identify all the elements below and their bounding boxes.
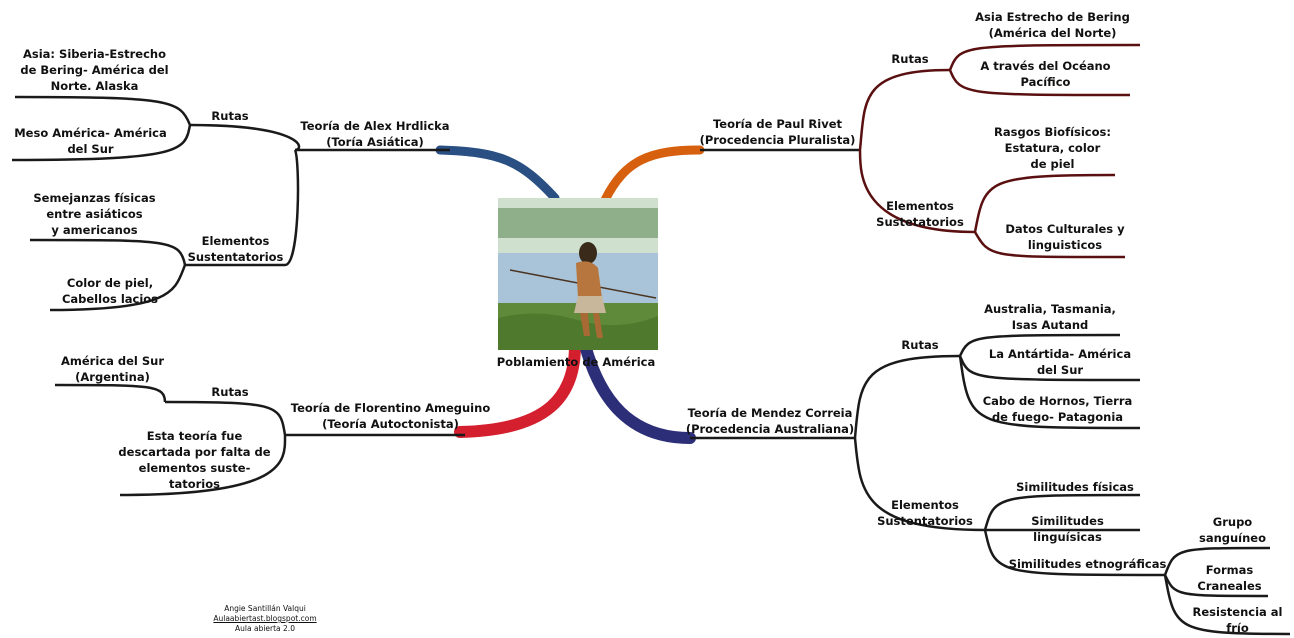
rivet-title: Teoría de Paul Rivet (Procedencia Plural… [699,117,856,147]
correia-rutas-label: Rutas [901,338,939,352]
branch-rivet [600,145,705,205]
center-title: Poblamiento de América [496,355,656,369]
correia-ruta-2: La Antártida- América del Sur [988,347,1132,377]
credits-subtitle: Aula abierta 2.0 [235,624,295,633]
correia-elementos-label: Elementos Sustentatorios [877,498,973,528]
rivet-ruta-2: A través del Océano Pacífico [980,59,1111,89]
branch-correia [579,339,696,444]
rivet-rutas-label: Rutas [891,52,929,66]
correia-elem-3: Similitudes etnográficas [1008,557,1167,571]
hrdlicka-ruta-2: Meso América- América del Sur [14,126,167,156]
rivet-ruta-1: Asia Estrecho de Bering (América del Nor… [975,10,1130,40]
ameguino-lines [54,383,465,497]
hrdlicka-elementos-label: Elementos Sustentatorios [187,234,284,264]
correia-etno-1: Grupo sanguíneo [1198,515,1267,545]
ameguino-ruta-2: Esta teoría fue descartada por falta de … [118,429,271,491]
branch-ameguino [454,339,581,438]
hrdlicka-elem-1: Semejanzas físicas entre asiáticos y ame… [33,191,156,237]
rivet-elementos-label: Elementos Sustetatorios [876,199,964,229]
hrdlicka-title: Teoría de Alex Hrdlicka (Toría Asiática) [300,119,450,149]
rivet-elem-2: Datos Culturales y linguisticos [1005,222,1125,252]
hrdlicka-ruta-1: Asia: Siberia-Estrecho de Bering- Améric… [20,47,169,93]
ameguino-title: Teoría de Florentino Ameguino (Teoría Au… [290,401,491,431]
ameguino-ruta-1: América del Sur (Argentina) [61,354,164,384]
hrdlicka-rutas-label: Rutas [211,109,249,123]
correia-etno-2: Formas Craneales [1197,563,1262,593]
credits-link[interactable]: Aulaabiertast.blogspot.com [213,614,317,623]
correia-elem-1: Similitudes físicas [1016,480,1134,494]
branch-hrdlicka [435,145,560,203]
correia-lines [690,333,1291,636]
correia-ruta-1: Australia, Tasmania, Isas Autand [984,302,1116,332]
correia-title: Teoría de Mendez Correia (Procedencia Au… [685,406,855,436]
central-illustration [498,198,658,350]
rivet-lines [700,43,1141,259]
hrdlicka-elem-2: Color de piel, Cabellos lacios [61,276,159,306]
hrdlicka-lines [11,95,450,312]
correia-etno-3: Resistencia al frío [1192,605,1283,635]
credits-author: Angie Santillán Valqui [224,604,306,613]
rivet-elem-1: Rasgos Biofísicos: Estatura, color de pi… [994,125,1111,171]
correia-ruta-3: Cabo de Hornos, Tierra de fuego- Patagon… [982,394,1133,424]
ameguino-rutas-label: Rutas [211,385,249,399]
correia-elem-2: Similitudes linguísicas [1031,514,1104,544]
